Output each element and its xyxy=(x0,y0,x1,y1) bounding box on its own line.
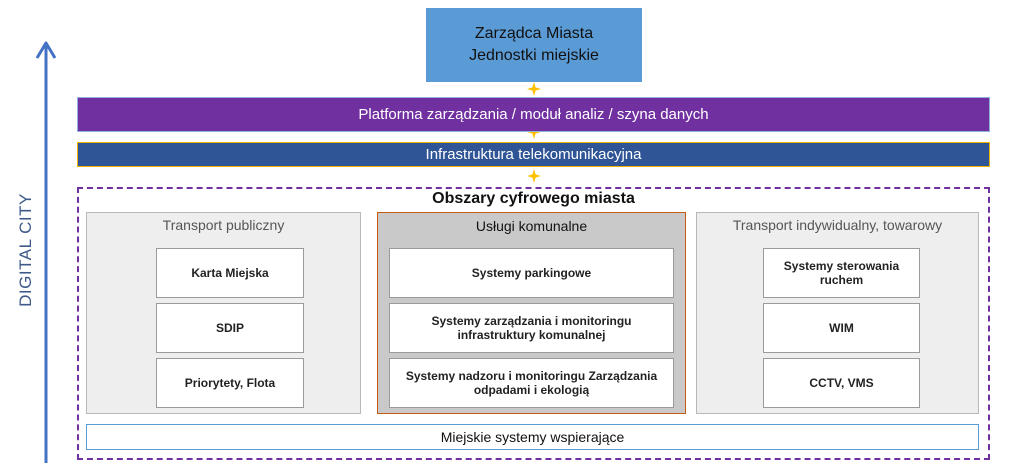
list-item: Systemy sterowania ruchem xyxy=(763,248,920,298)
infrastructure-bar-label: Infrastruktura telekomunikacyjna xyxy=(425,146,642,163)
list-item: Karta Miejska xyxy=(156,248,304,298)
city-manager-box: Zarządca Miasta Jednostki miejskie xyxy=(426,8,642,82)
area-title: Transport indywidualny, towarowy xyxy=(732,217,943,233)
supporting-systems-bar: Miejskie systemy wspierające xyxy=(86,424,979,450)
area-individual-transport: Transport indywidualny, towarowy Systemy… xyxy=(696,212,979,414)
connector-star-icon xyxy=(527,169,541,183)
upward-arrow-icon xyxy=(35,41,57,463)
platform-bar: Platforma zarządzania / moduł analiz / s… xyxy=(77,97,990,132)
platform-bar-label: Platforma zarządzania / moduł analiz / s… xyxy=(358,106,709,123)
list-item: SDIP xyxy=(156,303,304,353)
area-public-transport: Transport publiczny Karta Miejska SDIP P… xyxy=(86,212,361,414)
area-title: Transport publiczny xyxy=(162,217,285,233)
list-item: CCTV, VMS xyxy=(763,358,920,408)
supporting-systems-label: Miejskie systemy wspierające xyxy=(440,429,625,445)
list-item: WIM xyxy=(763,303,920,353)
axis-label: DIGITAL CITY xyxy=(16,193,35,307)
digital-city-areas-frame xyxy=(77,187,990,460)
list-item: Systemy nadzoru i monitoringu Zarządzani… xyxy=(389,358,674,408)
area-utilities: Usługi komunalne Systemy parkingowe Syst… xyxy=(377,212,686,414)
city-manager-title: Zarządca Miasta xyxy=(474,25,594,42)
digital-city-areas-title: Obszary cyfrowego miasta xyxy=(432,190,635,207)
connector-star-icon xyxy=(527,125,541,139)
list-item: Priorytety, Flota xyxy=(156,358,304,408)
area-title: Usługi komunalne xyxy=(475,218,588,234)
list-item: Systemy parkingowe xyxy=(389,248,674,298)
city-units-subtitle: Jednostki miejskie xyxy=(469,47,599,64)
connector-star-icon xyxy=(527,82,541,96)
infrastructure-bar: Infrastruktura telekomunikacyjna xyxy=(77,142,990,167)
list-item: Systemy zarządzania i monitoringu infras… xyxy=(389,303,674,353)
